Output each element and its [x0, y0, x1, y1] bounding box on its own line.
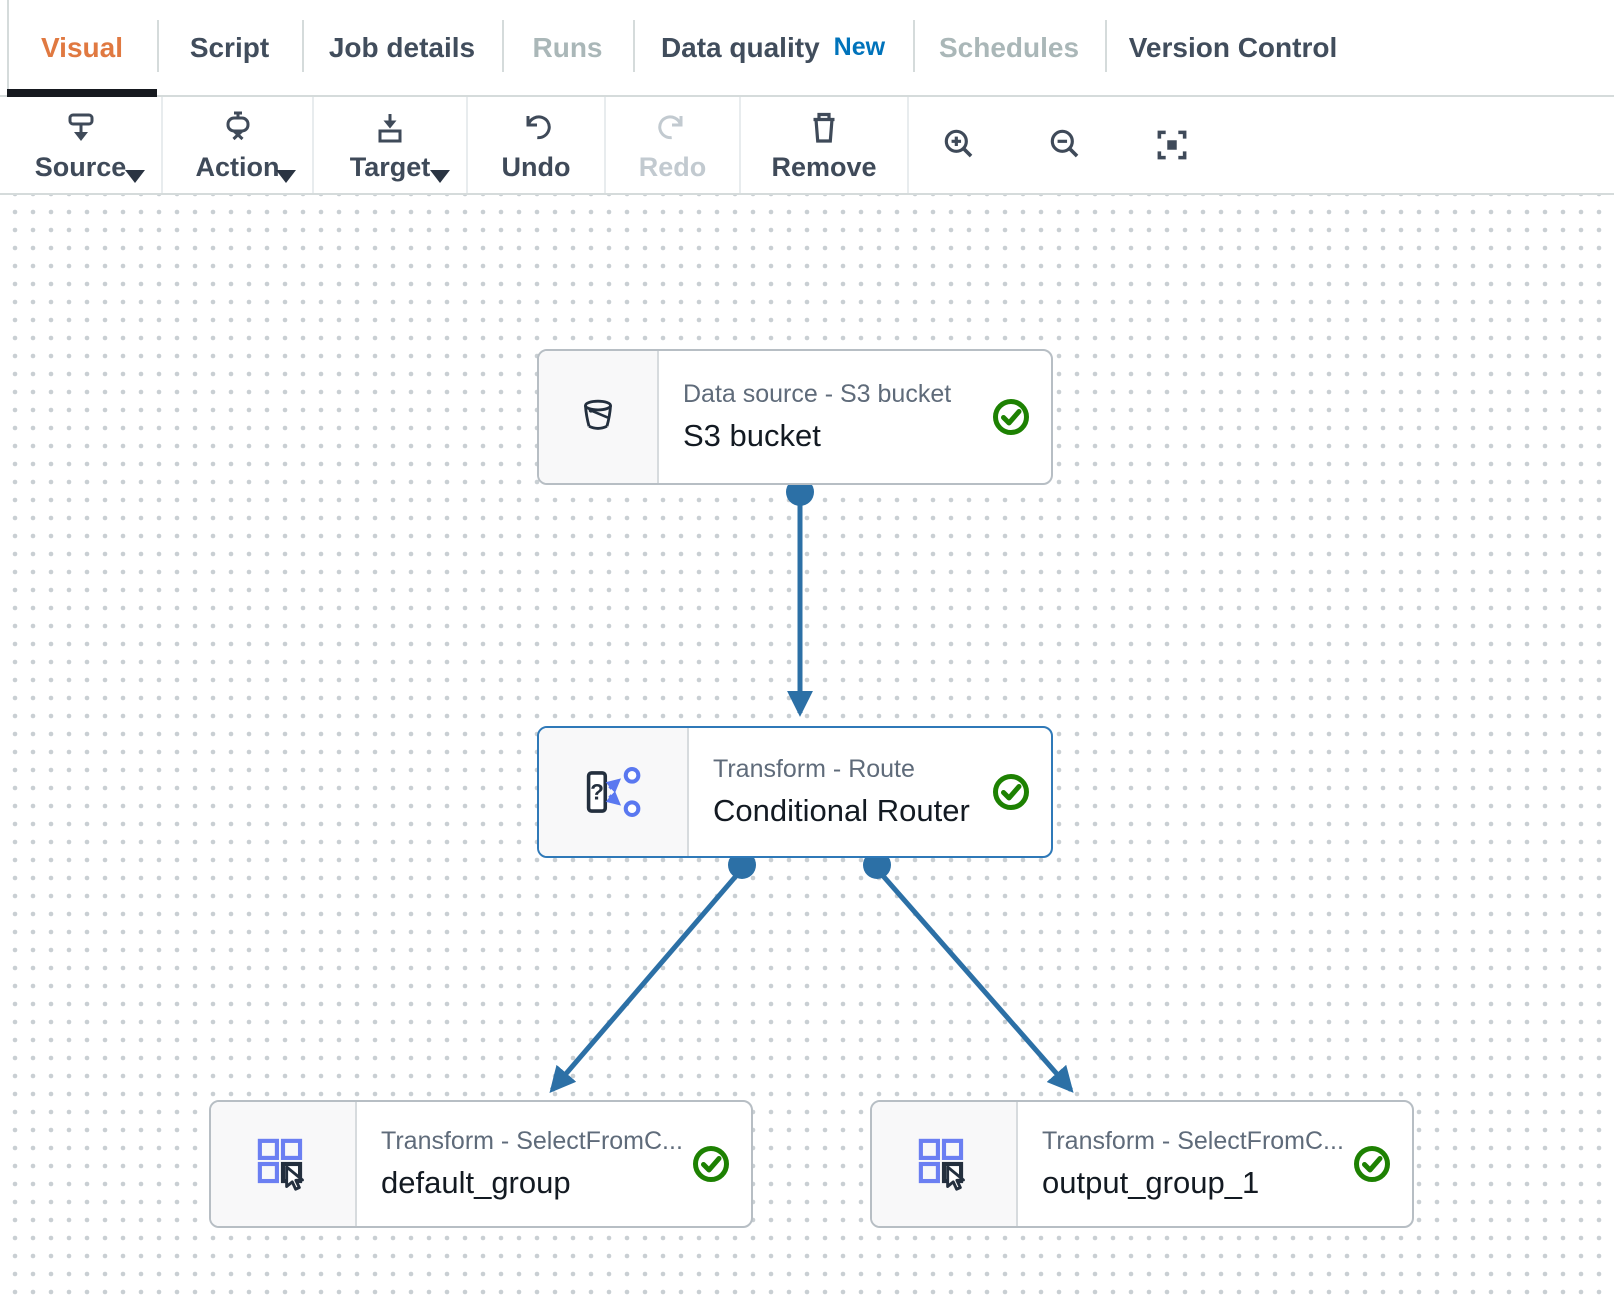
node-icon-panel: [211, 1102, 357, 1226]
tab-label: Script: [189, 31, 270, 63]
tab-script[interactable]: Script: [157, 0, 302, 95]
source-menu-button[interactable]: Source: [0, 97, 163, 193]
target-label: Target: [349, 152, 431, 182]
s3-bucket-icon: [584, 399, 612, 430]
output-port[interactable]: [786, 478, 814, 506]
tab-job-details[interactable]: Job details: [302, 0, 502, 95]
node-name: default_group: [381, 1165, 571, 1200]
tab-label: Runs: [532, 31, 603, 63]
canvas-toolbar: Source Action Target Undo: [0, 97, 1614, 195]
new-badge: New: [833, 33, 886, 61]
node-default-group[interactable]: Transform - SelectFromC... default_group: [209, 1100, 753, 1228]
job-graph-canvas[interactable]: Data source - S3 bucket S3 bucket ?: [0, 195, 1614, 1298]
tab-label: Version Control: [1128, 31, 1338, 63]
tab-visual[interactable]: Visual: [7, 0, 157, 97]
action-label: Action: [195, 152, 280, 182]
tab-label: Job details: [328, 31, 476, 63]
node-text: Transform - SelectFromC... default_group: [357, 1102, 691, 1226]
node-text: Transform - SelectFromC... output_group_…: [1018, 1102, 1352, 1226]
tab-version-control[interactable]: Version Control: [1105, 0, 1361, 95]
action-icon: [226, 111, 249, 141]
edges-layer: [549, 478, 1074, 1093]
node-text: Transform - Route Conditional Router: [689, 728, 991, 856]
panel-left-edge: [7, 0, 9, 95]
status-valid-icon: [1352, 1102, 1412, 1226]
output-port[interactable]: [728, 851, 756, 879]
fit-to-screen-icon: [1157, 130, 1187, 160]
node-name: Conditional Router: [713, 793, 970, 828]
redo-icon: [657, 115, 682, 140]
zoom-out-icon: [1050, 129, 1079, 158]
node-icon-panel: [872, 1102, 1018, 1226]
tab-label: Visual: [41, 31, 123, 63]
node-title: Transform - SelectFromC...: [381, 1127, 683, 1155]
question-mark-glyph: ?: [590, 780, 604, 805]
action-menu-button[interactable]: Action: [163, 97, 314, 193]
chevron-down-icon: [276, 170, 296, 183]
remove-label: Remove: [771, 152, 877, 182]
status-valid-icon: [991, 728, 1051, 856]
node-title: Transform - SelectFromC...: [1042, 1127, 1344, 1155]
zoom-in-button[interactable]: [937, 113, 983, 177]
redo-label: Redo: [638, 152, 707, 182]
node-name: output_group_1: [1042, 1165, 1260, 1200]
fit-to-screen-button[interactable]: [1149, 113, 1195, 177]
status-valid-icon: [991, 351, 1051, 483]
tab-data-quality[interactable]: Data quality New: [633, 0, 913, 95]
tab-label: Schedules: [938, 31, 1080, 63]
target-menu-button[interactable]: Target: [314, 97, 468, 193]
select-from-collection-icon: [918, 1138, 965, 1191]
zoom-out-button[interactable]: [1043, 113, 1089, 177]
conditional-router-icon: ?: [586, 767, 641, 817]
node-text: Data source - S3 bucket S3 bucket: [659, 351, 991, 483]
edge-router-to-output-group-1: [875, 867, 1074, 1093]
chevron-down-icon: [430, 170, 450, 183]
node-title: Transform - Route: [713, 755, 915, 783]
select-from-collection-icon: [257, 1138, 304, 1191]
node-icon-panel: ?: [539, 728, 689, 856]
redo-button: Redo: [606, 97, 741, 193]
tab-label: Data quality: [660, 31, 820, 63]
source-label: Source: [34, 152, 127, 182]
undo-button[interactable]: Undo: [468, 97, 606, 193]
node-conditional-router[interactable]: ? Transform - Route Conditional Router: [537, 726, 1053, 858]
tab-runs: Runs: [502, 0, 633, 95]
node-s3-bucket[interactable]: Data source - S3 bucket S3 bucket: [537, 349, 1053, 485]
target-icon: [378, 114, 402, 143]
node-name: S3 bucket: [683, 418, 821, 453]
status-valid-icon: [691, 1102, 751, 1226]
trash-icon: [813, 112, 835, 143]
remove-button[interactable]: Remove: [741, 97, 909, 193]
tab-schedules: Schedules: [913, 0, 1105, 95]
source-icon: [68, 113, 93, 141]
node-title: Data source - S3 bucket: [683, 380, 952, 408]
zoom-in-icon: [944, 129, 973, 158]
undo-icon: [526, 115, 551, 140]
output-port[interactable]: [863, 851, 891, 879]
node-output-group-1[interactable]: Transform - SelectFromC... output_group_…: [870, 1100, 1414, 1228]
job-editor-tab-bar: Visual Script Job details Runs Data qual…: [0, 0, 1614, 97]
edge-router-to-default-group: [549, 867, 744, 1093]
node-icon-panel: [539, 351, 659, 483]
zoom-controls: [909, 97, 1614, 193]
undo-label: Undo: [501, 152, 571, 182]
chevron-down-icon: [125, 170, 145, 183]
